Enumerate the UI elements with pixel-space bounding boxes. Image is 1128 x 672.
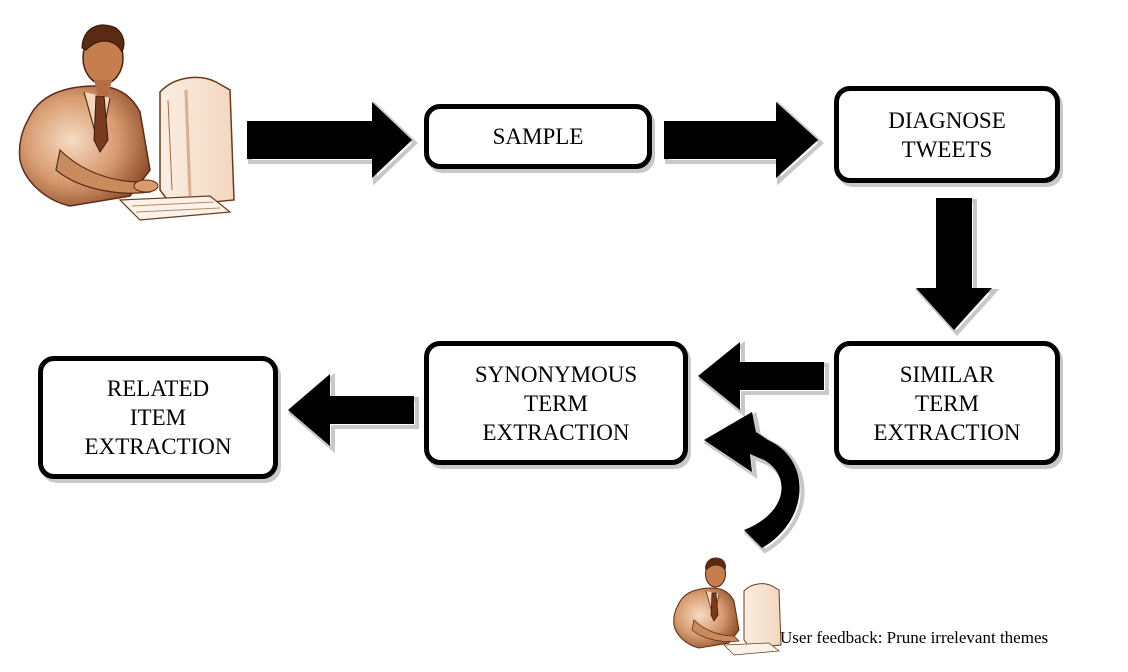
step-related-line-2: ITEM (129, 405, 187, 430)
step-related-line-1: RELATED (106, 376, 210, 401)
step-related-item-extraction-box: RELATED ITEM EXTRACTION (38, 356, 278, 479)
arrow-user-to-sample (247, 100, 418, 186)
arrow-diagnose-to-similar (914, 198, 1000, 336)
step-diagnose-line-1: DIAGNOSE (888, 107, 1006, 133)
arrow-similar-to-synonymous (697, 340, 829, 418)
step-related-line-3: EXTRACTION (84, 434, 232, 459)
feedback-user-icon (673, 557, 782, 656)
step-synonymous-line-2: TERM (524, 390, 588, 416)
step-diagnose-line-2: TWEETS (901, 136, 993, 162)
step-similar-line-2: TERM (915, 390, 979, 416)
arrow-synonymous-to-related (287, 372, 419, 454)
step-synonymous-term-extraction-box: SYNONYMOUS TERM EXTRACTION (424, 341, 688, 465)
feedback-curved-arrow (703, 411, 805, 554)
user-at-computer-icon (18, 24, 235, 221)
step-synonymous-line-3: EXTRACTION (482, 419, 630, 445)
feedback-caption: User feedback: Prune irrelevant themes (780, 628, 1049, 647)
step-similar-term-extraction-box: SIMILAR TERM EXTRACTION (834, 341, 1060, 465)
step-similar-line-3: EXTRACTION (873, 419, 1021, 445)
step-sample-box: SAMPLE (424, 104, 652, 169)
step-similar-line-1: SIMILAR (899, 361, 995, 387)
arrow-sample-to-diagnose (664, 100, 824, 186)
step-sample-line-1: SAMPLE (492, 124, 584, 149)
step-diagnose-tweets-box: DIAGNOSE TWEETS (834, 86, 1060, 183)
step-synonymous-line-1: SYNONYMOUS (474, 361, 638, 387)
